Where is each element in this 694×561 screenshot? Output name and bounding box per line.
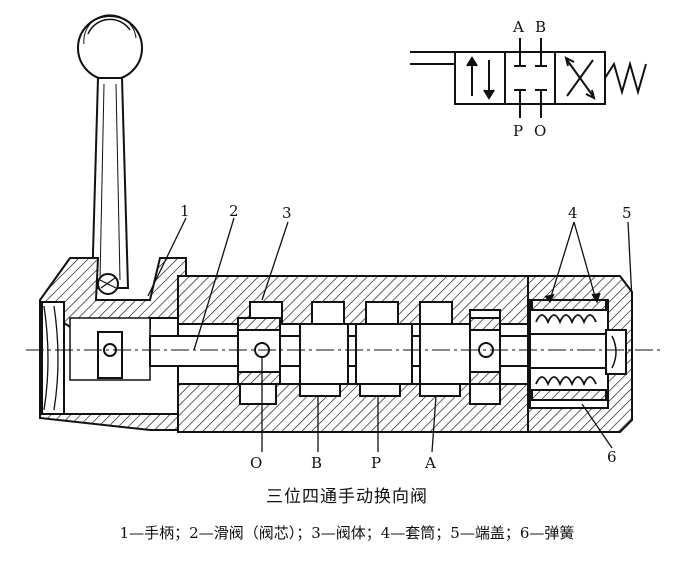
part-number-1: 1 xyxy=(180,202,190,220)
symbol-port-p-label: P xyxy=(513,122,523,140)
part-number-4: 4 xyxy=(568,204,578,222)
symbol-port-o-label: O xyxy=(534,122,546,140)
spool xyxy=(149,317,531,385)
right-end-assembly xyxy=(527,275,633,433)
body-port-a-label: A xyxy=(424,454,436,472)
figure-title: 三位四通手动换向阀 xyxy=(266,487,428,507)
body-port-p-label: P xyxy=(371,454,381,472)
parts-legend: 1—手柄；2—滑阀（阀芯）；3—阀体；4—套筒；5—端盖；6—弹簧 xyxy=(119,524,575,542)
symbol-port-a-label: A xyxy=(512,18,524,36)
part-number-2: 2 xyxy=(229,202,239,220)
part-number-3: 3 xyxy=(282,204,292,222)
body-port-b-label: B xyxy=(311,454,322,472)
valve-symbol xyxy=(410,38,647,118)
part-number-5: 5 xyxy=(622,204,632,222)
body-port-o-label: O xyxy=(250,454,262,472)
leader-lines xyxy=(147,217,633,453)
symbol-port-b-label: B xyxy=(535,18,546,36)
part-number-6: 6 xyxy=(607,448,617,466)
handle xyxy=(77,14,143,295)
